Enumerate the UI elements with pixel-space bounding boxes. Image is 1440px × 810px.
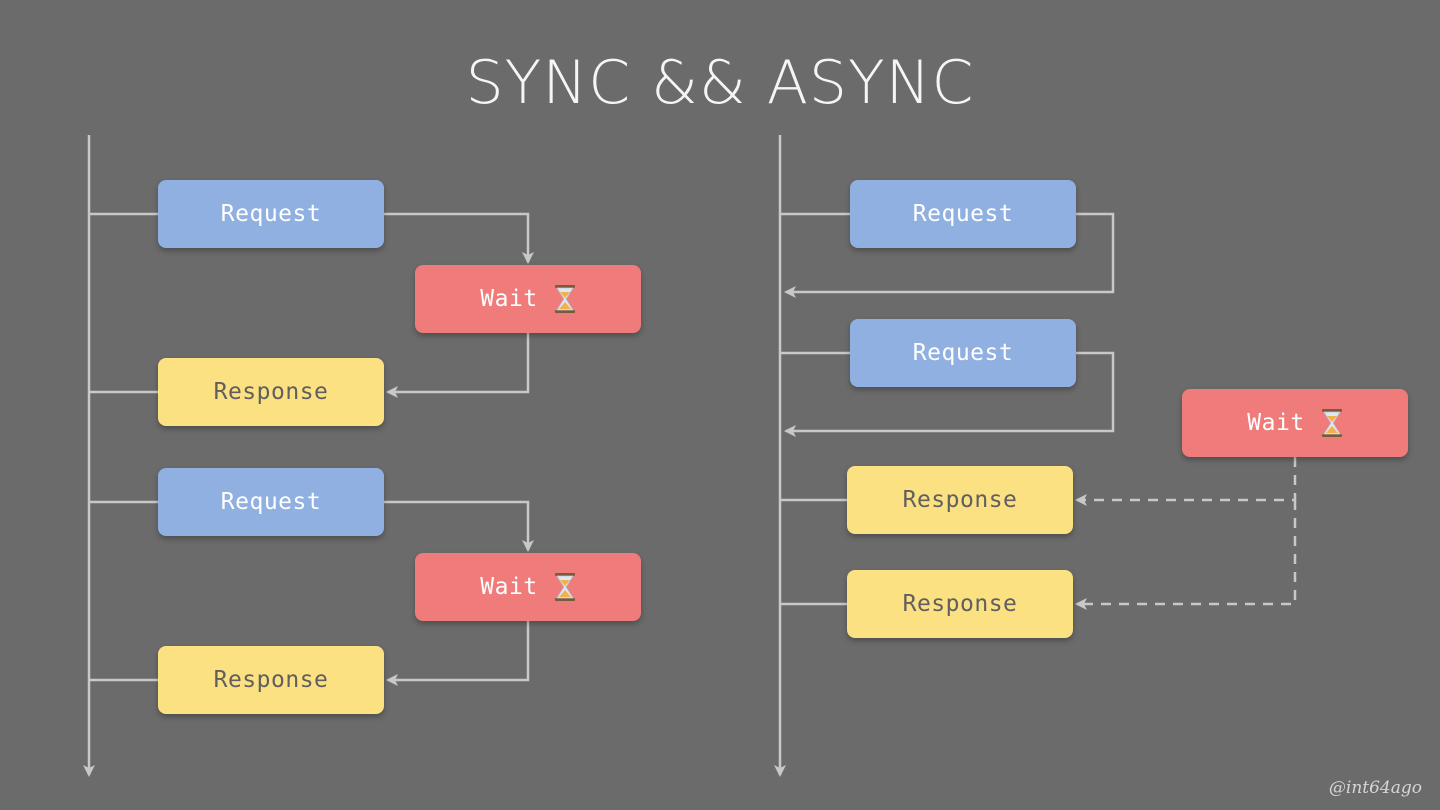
hourglass-icon xyxy=(1321,409,1343,437)
response-label: Response xyxy=(213,667,329,693)
author-credit: @int64ago xyxy=(1328,778,1422,798)
request-label: Request xyxy=(912,201,1014,227)
sync-wait-2: Wait xyxy=(415,553,641,621)
wait-label: Wait xyxy=(480,574,538,600)
hourglass-icon xyxy=(554,285,576,313)
sync-request-2: Request xyxy=(158,468,384,536)
request-label: Request xyxy=(220,489,322,515)
hourglass-icon xyxy=(554,573,576,601)
request-label: Request xyxy=(912,340,1014,366)
sync-response-1: Response xyxy=(158,358,384,426)
async-request-2: Request xyxy=(850,319,1076,387)
sync-wait-1: Wait xyxy=(415,265,641,333)
wait-label: Wait xyxy=(1247,410,1305,436)
sync-request-1: Request xyxy=(158,180,384,248)
response-label: Response xyxy=(902,591,1018,617)
async-wait: Wait xyxy=(1182,389,1408,457)
sync-response-2: Response xyxy=(158,646,384,714)
response-label: Response xyxy=(902,487,1018,513)
response-label: Response xyxy=(213,379,329,405)
async-response-1: Response xyxy=(847,466,1073,534)
request-label: Request xyxy=(220,201,322,227)
wait-label: Wait xyxy=(480,286,538,312)
async-request-1: Request xyxy=(850,180,1076,248)
async-response-2: Response xyxy=(847,570,1073,638)
diagram-title: SYNC && ASYNC xyxy=(465,48,975,118)
